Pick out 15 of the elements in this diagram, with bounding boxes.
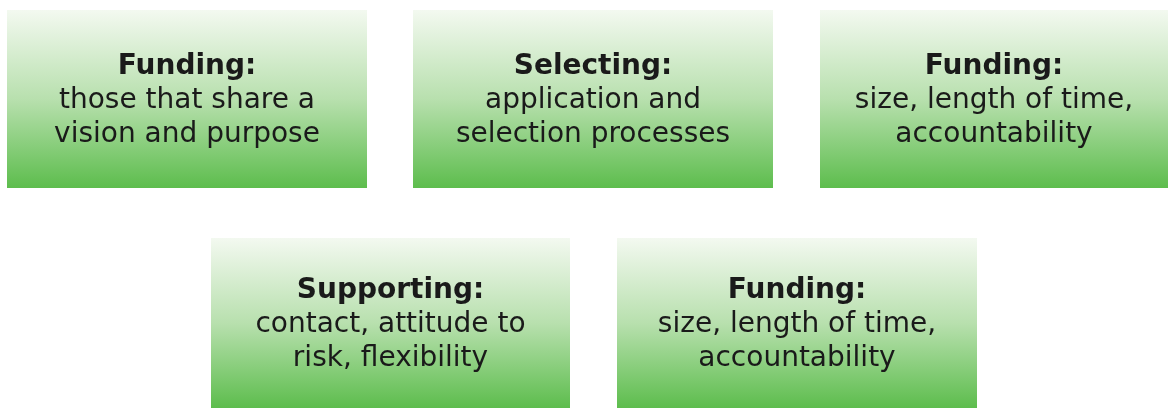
box-text: those that share a vision and purpose (53, 82, 321, 150)
box-heading: Selecting: (513, 48, 673, 82)
gradient-box (211, 238, 570, 408)
gradient-box (7, 10, 367, 188)
box-heading: Funding: (924, 48, 1064, 82)
box-text: contact, attitude to risk, flexibility (254, 306, 527, 374)
box-text: size, length of time, accountability (656, 306, 938, 374)
box-heading: Supporting: (296, 272, 485, 306)
box-text: application and selection processes (454, 82, 732, 150)
gradient-box (617, 238, 977, 408)
box-heading: Funding: (117, 48, 257, 82)
gradient-box (413, 10, 773, 188)
box-text: size, length of time, accountability (853, 82, 1135, 150)
box-heading: Funding: (727, 272, 867, 306)
gradient-box (820, 10, 1168, 188)
